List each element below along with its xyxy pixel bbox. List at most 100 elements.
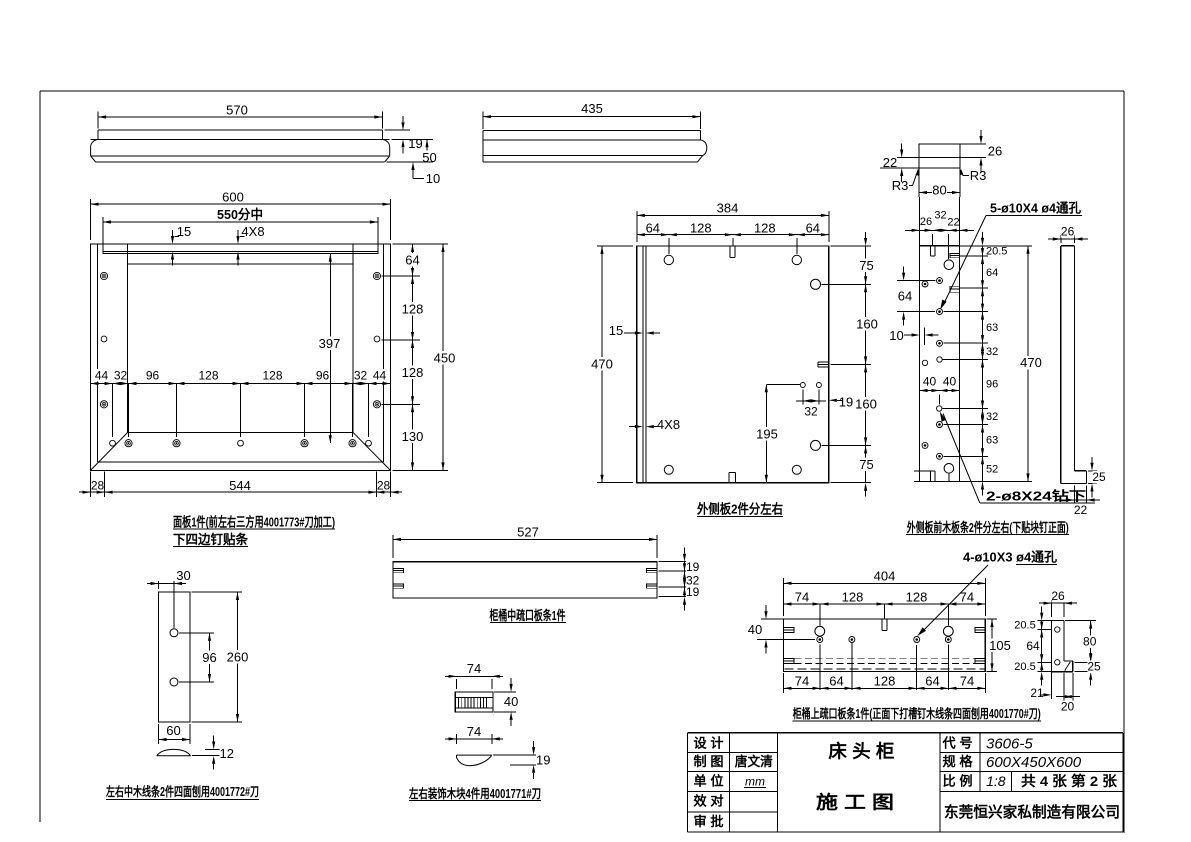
svg-text:96: 96 [316, 369, 330, 383]
svg-text:施 工 图: 施 工 图 [816, 791, 894, 812]
svg-text:64: 64 [925, 673, 939, 688]
svg-text:25: 25 [1087, 660, 1101, 674]
svg-text:19: 19 [839, 394, 853, 409]
svg-text:544: 544 [229, 478, 251, 493]
svg-text:128: 128 [754, 220, 776, 235]
svg-text:397: 397 [319, 336, 341, 351]
svg-text:470: 470 [591, 356, 613, 371]
svg-text:规 格: 规 格 [943, 754, 974, 769]
svg-text:550分中: 550分中 [217, 207, 263, 222]
svg-text:26: 26 [920, 216, 932, 228]
svg-text:40: 40 [504, 694, 518, 709]
svg-text:96: 96 [986, 379, 998, 391]
svg-text:1:8: 1:8 [986, 773, 1006, 789]
svg-text:64: 64 [829, 673, 843, 688]
svg-text:32: 32 [686, 574, 700, 588]
svg-text:96: 96 [202, 650, 216, 665]
svg-text:柜桶上疏口板条1件(正面下打槽钉木线条四面刨用4001770: 柜桶上疏口板条1件(正面下打槽钉木线条四面刨用4001770#刀) [792, 706, 1041, 721]
svg-text:mm: mm [745, 774, 765, 788]
svg-text:384: 384 [717, 200, 739, 215]
svg-text:105: 105 [989, 638, 1011, 653]
svg-text:28: 28 [91, 479, 105, 493]
svg-text:20.5: 20.5 [1014, 661, 1035, 673]
svg-text:44: 44 [95, 369, 109, 383]
svg-text:64: 64 [986, 267, 998, 279]
svg-text:195: 195 [756, 426, 778, 441]
svg-text:64: 64 [405, 252, 419, 267]
svg-text:26: 26 [1051, 589, 1065, 603]
svg-text:东莞恒兴家私制造有限公司: 东莞恒兴家私制造有限公司 [944, 803, 1120, 821]
svg-text:15: 15 [177, 224, 191, 239]
svg-text:128: 128 [690, 220, 712, 235]
svg-text:26: 26 [988, 143, 1002, 158]
svg-text:40: 40 [923, 375, 937, 389]
svg-text:80: 80 [1083, 635, 1097, 649]
svg-text:2-ø8X24钻下: 2-ø8X24钻下 [986, 488, 1086, 503]
svg-text:63: 63 [986, 434, 998, 446]
svg-text:80: 80 [932, 182, 946, 197]
svg-text:64: 64 [1026, 639, 1040, 653]
svg-text:570: 570 [226, 102, 248, 117]
svg-text:5-ø10X4 ø4通孔: 5-ø10X4 ø4通孔 [990, 200, 1081, 215]
svg-text:74: 74 [795, 589, 809, 604]
svg-text:260: 260 [227, 649, 249, 664]
svg-text:128: 128 [402, 301, 424, 316]
svg-text:20: 20 [1061, 700, 1075, 714]
svg-text:75: 75 [859, 457, 873, 472]
svg-text:128: 128 [906, 589, 928, 604]
svg-text:R3: R3 [970, 168, 987, 183]
svg-text:外侧板前木板条2件分左右(下贴块钉正面): 外侧板前木板条2件分左右(下贴块钉正面) [906, 520, 1069, 535]
svg-text:64: 64 [898, 288, 912, 303]
svg-text:左右装饰木块4件用4001771#刀: 左右装饰木块4件用4001771#刀 [408, 786, 541, 801]
svg-text:床 头 柜: 床 头 柜 [828, 740, 894, 761]
svg-text:74: 74 [467, 661, 481, 676]
svg-text:4-ø10X3 ø4通孔: 4-ø10X3 ø4通孔 [963, 549, 1057, 564]
svg-text:19: 19 [686, 560, 700, 574]
svg-text:60: 60 [166, 723, 180, 738]
svg-text:50: 50 [422, 150, 436, 165]
svg-text:32: 32 [114, 369, 128, 383]
svg-text:64: 64 [646, 220, 660, 235]
svg-text:10: 10 [889, 328, 903, 343]
svg-text:效 对: 效 对 [694, 794, 724, 809]
svg-text:63: 63 [986, 322, 998, 334]
svg-text:左右中木线条2件四面刨用4001772#刀: 左右中木线条2件四面刨用4001772#刀 [105, 784, 259, 799]
svg-text:R3: R3 [892, 178, 909, 193]
svg-text:22: 22 [947, 217, 959, 229]
svg-text:4X8: 4X8 [657, 417, 680, 432]
svg-text:10: 10 [426, 171, 440, 186]
svg-text:128: 128 [874, 673, 896, 688]
svg-text:128: 128 [198, 369, 218, 383]
svg-text:柜桶中疏口板条1件: 柜桶中疏口板条1件 [489, 608, 566, 623]
svg-text:40: 40 [748, 622, 762, 637]
svg-text:470: 470 [1020, 355, 1042, 370]
svg-text:共 4 张 第 2 张: 共 4 张 第 2 张 [1021, 773, 1118, 789]
svg-text:设 计: 设 计 [694, 736, 724, 751]
svg-text:32: 32 [986, 411, 998, 423]
svg-text:3606-5: 3606-5 [986, 735, 1033, 752]
svg-text:22: 22 [883, 155, 897, 170]
svg-text:160: 160 [856, 316, 878, 331]
svg-text:28: 28 [377, 479, 391, 493]
svg-text:单 位: 单 位 [694, 774, 724, 789]
svg-text:160: 160 [855, 396, 877, 411]
svg-text:32: 32 [986, 346, 998, 358]
svg-text:74: 74 [467, 724, 481, 739]
svg-text:128: 128 [842, 589, 864, 604]
svg-text:30: 30 [176, 568, 190, 583]
svg-text:15: 15 [609, 323, 623, 338]
svg-text:32: 32 [354, 369, 368, 383]
svg-text:20.5: 20.5 [1014, 620, 1035, 632]
svg-text:64: 64 [806, 220, 820, 235]
svg-text:19: 19 [408, 136, 422, 151]
svg-text:代 号: 代 号 [941, 736, 972, 751]
svg-text:21: 21 [1030, 686, 1044, 700]
svg-text:19: 19 [536, 752, 550, 767]
svg-text:96: 96 [146, 369, 160, 383]
svg-text:74: 74 [960, 673, 974, 688]
svg-text:外侧板2件分左右: 外侧板2件分左右 [696, 501, 783, 516]
svg-text:74: 74 [795, 673, 809, 688]
svg-text:19: 19 [686, 585, 700, 599]
svg-text:22: 22 [1074, 503, 1088, 517]
svg-text:404: 404 [874, 568, 896, 583]
